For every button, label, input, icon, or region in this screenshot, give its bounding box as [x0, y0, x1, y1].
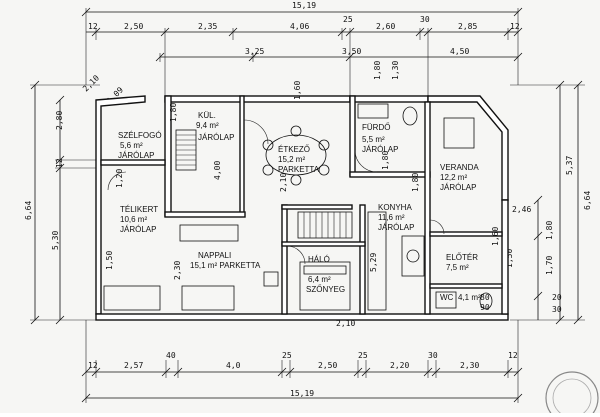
room-halo-floor: SZŐNYEG: [306, 285, 345, 294]
dim-bot-4: 4,0: [226, 361, 241, 370]
dim-right-8: 30: [552, 305, 562, 314]
room-nappali-name: NAPPALI: [198, 251, 231, 260]
room-konyha-floor: JÁRÓLAP: [378, 223, 414, 232]
dim-bot-10: 2,30: [460, 361, 479, 370]
right-dimension-lines: 5,37 6,64 1,80 2,46 1,70 1,50 20 30: [505, 80, 592, 325]
dim-misc-2: 1,20: [115, 169, 124, 188]
dim-top2-1: 3,25: [245, 47, 264, 56]
internal-dimensions: 1,80 1,20 1,60 1,50 1,80 2,30 4,00 5,29 …: [105, 81, 500, 328]
dim-bot-9: 30: [428, 351, 438, 360]
room-kuel-floor: JÁRÓLAP: [198, 133, 234, 142]
room-furdo-floor: JÁRÓLAP: [362, 145, 398, 154]
dim-top-8: 2,85: [458, 22, 477, 31]
dim-bot-3: 40: [166, 351, 176, 360]
dim-right-7: 20: [552, 293, 562, 302]
dim-bot-7: 25: [358, 351, 368, 360]
dim-left-4: 5,30: [51, 231, 60, 250]
dim-misc-11: 1,60: [491, 227, 500, 246]
walls: [95, 95, 509, 321]
dim-misc-10: 2,10: [279, 173, 288, 192]
dim-misc-12: 80: [480, 293, 490, 302]
dim-bot-2: 2,57: [124, 361, 143, 370]
dim-misc-3: 1,60: [293, 81, 302, 100]
room-veranda-area: 12,2 m²: [440, 173, 467, 182]
dim-bot-1: 12: [88, 361, 98, 370]
dim-misc-6: 2,30: [173, 261, 182, 280]
room-kuel-area: 9,4 m²: [196, 121, 219, 130]
room-szelfogo-name: SZÉLFOGÓ: [118, 131, 162, 140]
dim-top-6: 2,60: [376, 22, 395, 31]
dim-top-4: 4,06: [290, 22, 309, 31]
room-etkezo-area: 15,2 m²: [278, 155, 305, 164]
dim-right-6: 1,50: [505, 249, 514, 268]
room-eloter-area: 7,5 m²: [446, 263, 469, 272]
room-halo-area: 6,4 m²: [308, 275, 331, 284]
dim-bot-6: 2,50: [318, 361, 337, 370]
dim-right-3: 1,80: [545, 221, 554, 240]
room-szelfogo-area: 5,6 m²: [120, 141, 143, 150]
sofa-right: [181, 285, 235, 311]
dim-bot-total: 15,19: [290, 389, 314, 398]
dim-left-3: 6,64: [24, 201, 33, 220]
dim-misc-13: 90: [480, 303, 490, 312]
dim-right-1: 5,37: [565, 156, 574, 175]
dim-top-2: 2,50: [124, 22, 143, 31]
sofa-left: [103, 285, 161, 311]
room-halo-name: HÁLÓ: [308, 255, 330, 264]
kitchen-counter: [367, 211, 387, 311]
dim-misc-9: 1,80: [381, 151, 390, 170]
dim-right-4: 2,46: [512, 205, 531, 214]
dim-top-9: 12: [510, 22, 520, 31]
dim-top2-2: 3,50: [342, 47, 361, 56]
dim-top-small-4: 1,30: [391, 61, 400, 80]
stairs-central: [297, 211, 353, 239]
room-telikert-name: TÉLIKERT: [120, 205, 158, 214]
dim-misc-8: 5,29: [369, 253, 378, 272]
stamp-mark: [545, 371, 599, 417]
room-kuel-name: KÜL.: [198, 111, 216, 120]
room-wc-name: WC: [440, 293, 454, 302]
dim-top-total: 15,19: [292, 1, 316, 10]
room-telikert-area: 10,6 m²: [120, 215, 147, 224]
room-konyha-name: KONYHA: [378, 203, 412, 212]
dim-top-3: 2,35: [198, 22, 217, 31]
room-furdo-name: FÜRDŐ: [362, 123, 390, 132]
room-veranda-name: VERANDA: [440, 163, 479, 172]
room-telikert-floor: JÁRÓLAP: [120, 225, 156, 234]
dim-top-7: 30: [420, 15, 430, 24]
furniture: [103, 103, 493, 311]
dim-misc-1: 1,80: [169, 103, 178, 122]
room-etkezo-floor: PARKETTA: [278, 165, 320, 174]
room-konyha-area: 11,6 m²: [378, 213, 405, 222]
dim-top-1: 12: [88, 22, 98, 31]
dim-bot-5: 25: [282, 351, 292, 360]
bottom-dimension-lines: 12 2,57 40 4,0 25 2,50 25 2,20 30 2,30 1…: [81, 320, 523, 403]
room-eloter-name: ELŐTÉR: [446, 253, 478, 262]
room-furdo-area: 5,5 m²: [362, 135, 385, 144]
dim-misc-4: 1,50: [105, 251, 114, 270]
dim-top-small-3: 1,80: [373, 61, 382, 80]
room-etkezo-name: ÉTKEZŐ: [278, 145, 310, 154]
dim-top2-3: 4,50: [450, 47, 469, 56]
room-wc-area: 4,1 m²: [458, 293, 481, 302]
room-veranda-floor: JÁRÓLAP: [440, 183, 476, 192]
room-nappali-area: 15,1 m² PARKETTA: [190, 261, 261, 270]
room-labels: SZÉLFOGÓ 5,6 m² JÁRÓLAP KÜL. 9,4 m² JÁRÓ…: [118, 111, 481, 302]
left-dimension-lines: 2,80 12 6,64 5,30: [24, 80, 100, 325]
room-szelfogo-floor: JÁRÓLAP: [118, 151, 154, 160]
dim-right-5: 1,70: [545, 256, 554, 275]
dim-left-2: 12: [55, 158, 64, 168]
dim-misc-5: 1,80: [411, 173, 420, 192]
dim-misc-14: 2,10: [336, 319, 355, 328]
dim-bot-8: 2,20: [390, 361, 409, 370]
dim-bay-1: 2,10: [81, 73, 101, 93]
dim-bot-11: 12: [508, 351, 518, 360]
dim-misc-7: 4,00: [213, 161, 222, 180]
dim-left-1: 2,80: [55, 111, 64, 130]
bed: [299, 261, 351, 311]
dim-right-2: 6,64: [583, 191, 592, 210]
dim-top-5: 25: [343, 15, 353, 24]
